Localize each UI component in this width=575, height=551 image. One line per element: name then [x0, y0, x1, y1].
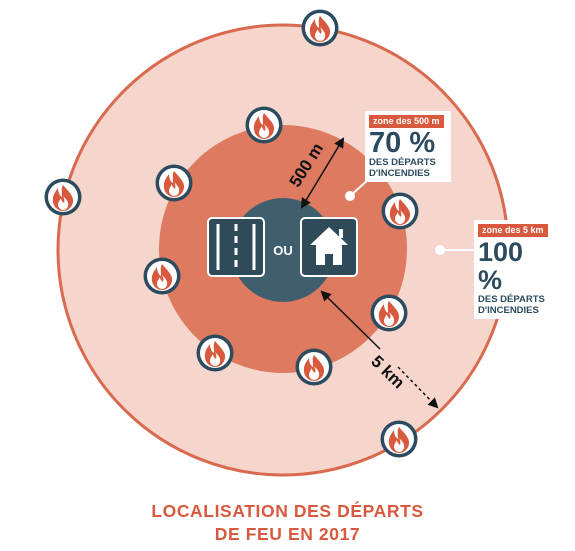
callout-5km-line1: DES DÉPARTS	[478, 294, 545, 305]
callout-dot-500m	[345, 191, 355, 201]
callout-dot-5km	[435, 245, 445, 255]
fire-icon	[44, 178, 82, 216]
callout-500m-percent: 70 %	[369, 127, 436, 159]
fire-icon	[380, 420, 418, 458]
fire-icon	[301, 9, 339, 47]
callout-5km-percent: 100 %	[478, 237, 524, 295]
distance-arrow-500m	[300, 137, 345, 209]
callout-500m: zone des 500 m 70 % DES DÉPARTS D'INCEND…	[365, 111, 451, 182]
callout-5km-line2: D'INCENDIES	[478, 305, 539, 316]
fire-icon	[196, 334, 234, 372]
caption-line-1: LOCALISATION DES DÉPARTS	[151, 501, 424, 521]
callout-5km-tag: zone des 5 km	[478, 224, 548, 237]
callout-500m-tag: zone des 500 m	[369, 115, 444, 128]
fire-icon	[155, 164, 193, 202]
diagram-caption: LOCALISATION DES DÉPARTS DE FEU EN 2017	[0, 500, 575, 546]
house-icon	[300, 217, 358, 277]
callout-5km: zone des 5 km 100 % DES DÉPARTS D'INCEND…	[474, 220, 558, 319]
callout-500m-line2: D'INCENDIES	[369, 168, 430, 179]
road-icon	[207, 217, 265, 277]
fire-icon	[295, 348, 333, 386]
fire-icon	[245, 106, 283, 144]
distance-arrow-5km	[320, 290, 381, 350]
separator-label: OU	[273, 243, 293, 258]
fire-icon	[143, 257, 181, 295]
fire-icon	[381, 192, 419, 230]
callout-500m-line1: DES DÉPARTS	[369, 157, 436, 168]
fire-icon	[370, 294, 408, 332]
caption-line-2: DE FEU EN 2017	[214, 524, 361, 544]
